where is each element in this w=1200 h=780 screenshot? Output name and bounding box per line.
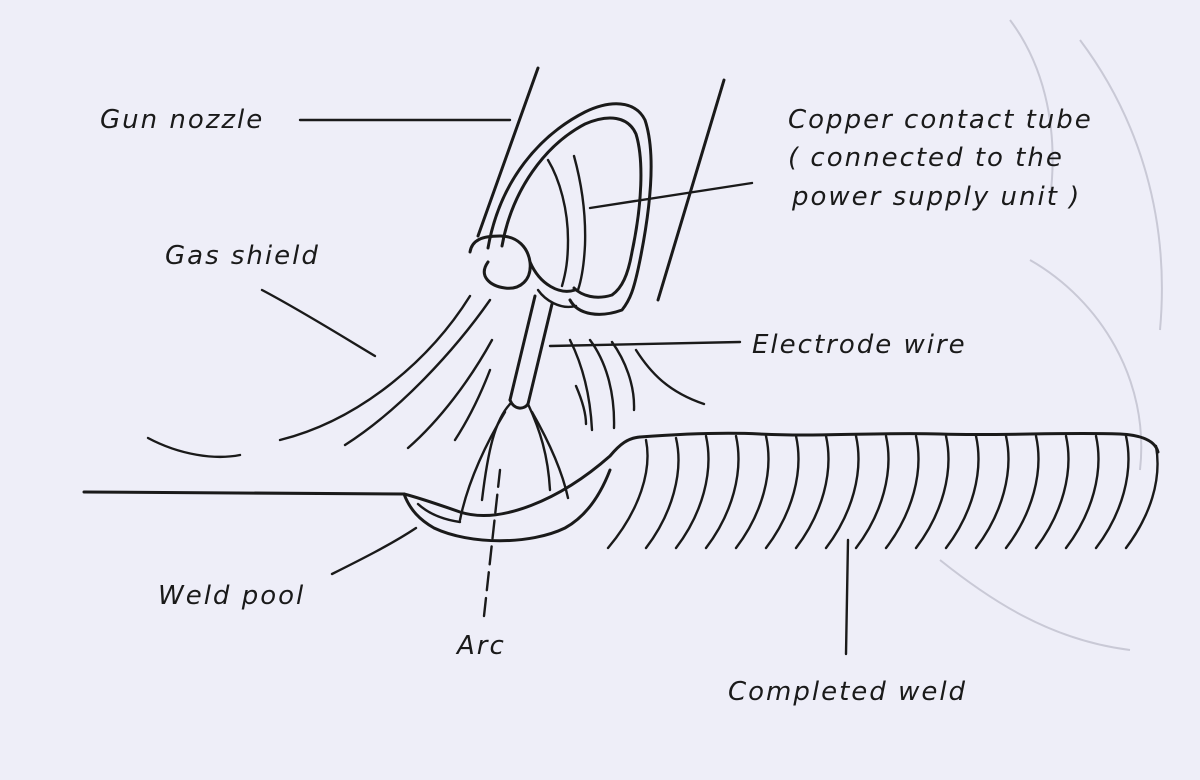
workpiece bbox=[82, 435, 642, 543]
bleed-through-marks bbox=[939, 19, 1163, 651]
completed-weld bbox=[606, 431, 1160, 550]
labels: Gun nozzle Copper contact tube ( connect… bbox=[100, 105, 1093, 707]
completed-weld-leader bbox=[844, 538, 850, 656]
gas-shield bbox=[146, 294, 706, 458]
electrode-wire bbox=[508, 294, 554, 410]
contact-tube-leader bbox=[588, 181, 754, 210]
gun-nozzle bbox=[476, 66, 726, 302]
label-copper-contact-tube-3: power supply unit ) bbox=[791, 182, 1081, 212]
electrode-wire-leader bbox=[548, 340, 742, 348]
label-electrode-wire: Electrode wire bbox=[752, 330, 967, 360]
label-completed-weld: Completed weld bbox=[728, 677, 967, 707]
label-weld-pool: Weld pool bbox=[158, 581, 305, 611]
arc bbox=[458, 402, 570, 522]
copper-contact-tube bbox=[468, 102, 653, 316]
label-arc: Arc bbox=[455, 631, 506, 661]
label-gas-shield: Gas shield bbox=[165, 241, 320, 271]
leader-lines bbox=[260, 118, 850, 656]
label-gun-nozzle: Gun nozzle bbox=[100, 105, 264, 135]
gas-shield-leader bbox=[260, 288, 377, 358]
label-copper-contact-tube-2: ( connected to the bbox=[788, 143, 1064, 173]
weld-pool-leader bbox=[330, 526, 418, 576]
label-copper-contact-tube-1: Copper contact tube bbox=[788, 105, 1093, 135]
arc-leader bbox=[482, 468, 502, 618]
